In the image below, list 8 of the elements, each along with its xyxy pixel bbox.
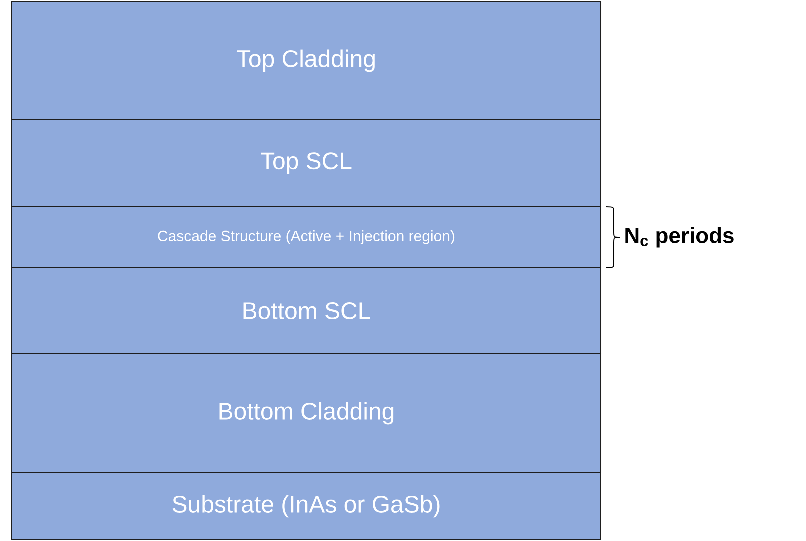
layer-box: Bottom SCL [12, 268, 602, 354]
period-label: N$_{c}$ periods [626, 227, 734, 248]
layer-box: Substrate (InAs or GaSb) [12, 472, 602, 540]
layer-box: Cascade Structure (Active + Injection region) [12, 206, 602, 268]
layer-box: Top Cladding [12, 2, 602, 120]
layer-box: Bottom Cladding [12, 354, 602, 474]
node-label: Substrate (InAs or GaSb) [172, 495, 440, 518]
layer-box: Top SCL [12, 120, 602, 208]
